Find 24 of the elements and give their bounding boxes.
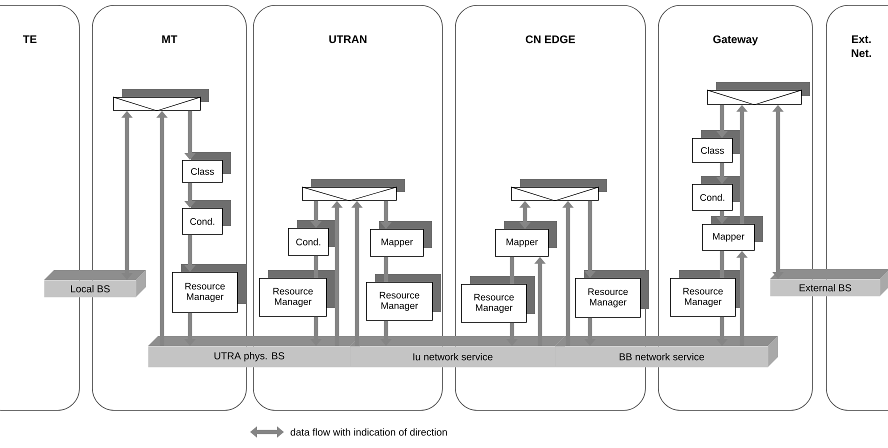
function-box: Cond. xyxy=(182,200,231,235)
splitter-box xyxy=(706,82,810,106)
legend-text: data flow with indication of direction xyxy=(290,428,447,436)
function-box: Resource Manager xyxy=(259,270,335,317)
function-box: Resource Manager xyxy=(366,274,441,321)
function-box: Resource Manager xyxy=(670,270,744,317)
function-box: Cond. xyxy=(692,176,741,211)
function-box: Class xyxy=(182,152,231,183)
splitter-box xyxy=(510,179,607,202)
service-band: External BS xyxy=(770,269,888,296)
function-box: Resource Manager xyxy=(172,264,246,313)
function-box: Cond. xyxy=(288,220,337,256)
service-band: Iu network service xyxy=(350,336,565,368)
function-box: Class xyxy=(692,130,741,163)
splitter-box xyxy=(302,179,405,202)
function-box: Mapper xyxy=(370,221,432,257)
function-box: Resource Manager xyxy=(461,276,535,323)
service-band: UTRA phys. BS xyxy=(148,336,360,368)
function-box: Resource Manager xyxy=(575,270,649,318)
service-band: BB network service xyxy=(555,336,778,368)
function-box: Mapper xyxy=(702,216,763,251)
service-band: Local BS xyxy=(44,270,146,298)
splitter-box xyxy=(112,89,209,112)
function-box: Mapper xyxy=(495,221,557,257)
